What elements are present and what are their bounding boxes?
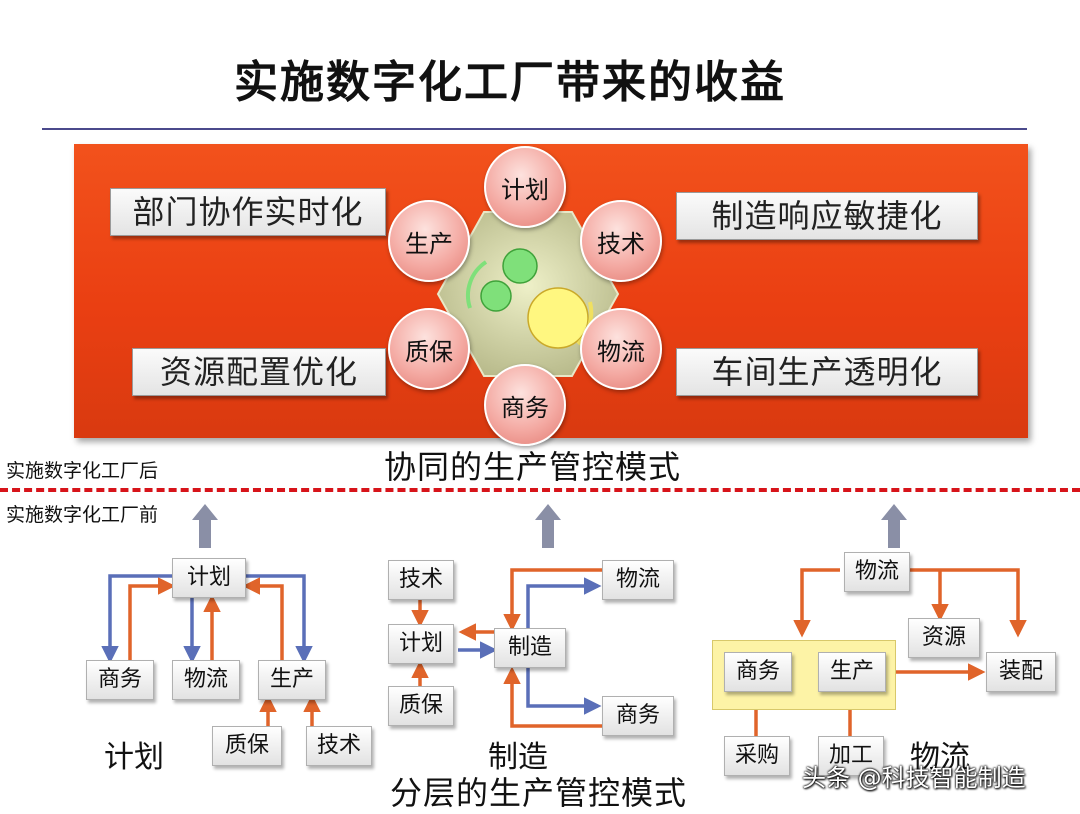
plan-node-plan: 计划 — [172, 558, 246, 598]
dept-qa: 质保 — [388, 308, 470, 390]
plan-node-logistics: 物流 — [172, 660, 240, 700]
dept-production: 生产 — [388, 200, 470, 282]
mfg-node-business: 商务 — [602, 696, 674, 736]
dept-plan: 计划 — [484, 146, 566, 228]
log-node-processing: 加工 — [818, 736, 884, 776]
log-diagram-caption: 物流 — [910, 740, 970, 775]
mfg-node-manufacturing: 制造 — [494, 628, 566, 668]
up-arrow-icons — [192, 504, 907, 548]
layered-mode-title: 分层的生产管控模式 — [390, 774, 688, 812]
page-title: 实施数字化工厂带来的收益 — [234, 57, 786, 108]
benefit-agile-response: 制造响应敏捷化 — [676, 192, 978, 240]
log-node-purchase: 采购 — [724, 736, 790, 776]
mfg-diagram-caption: 制造 — [488, 740, 548, 775]
mfg-node-plan: 计划 — [388, 624, 454, 664]
before-after-divider — [0, 488, 1080, 492]
log-node-production: 生产 — [818, 652, 886, 692]
dept-tech: 技术 — [580, 200, 662, 282]
collaboration-panel: 部门协作实时化 资源配置优化 制造响应敏捷化 车间生产透明化 计划 技术 物流 … — [74, 144, 1028, 446]
collab-mode-title: 协同的生产管控模式 — [384, 448, 682, 486]
log-node-assembly: 装配 — [986, 652, 1056, 692]
log-node-business: 商务 — [724, 652, 792, 692]
log-node-resource: 资源 — [908, 618, 980, 658]
gear-hub-icon — [436, 211, 620, 377]
benefit-resource-allocation: 资源配置优化 — [132, 348, 386, 396]
plan-node-production: 生产 — [258, 660, 326, 700]
benefit-transparency: 车间生产透明化 — [676, 348, 978, 396]
plan-node-business: 商务 — [86, 660, 154, 700]
mfg-node-tech: 技术 — [388, 560, 454, 600]
mfg-node-logistics: 物流 — [602, 560, 674, 600]
benefit-dept-collaboration: 部门协作实时化 — [110, 188, 386, 236]
plan-node-qa: 质保 — [212, 726, 282, 766]
after-label: 实施数字化工厂后 — [6, 460, 159, 482]
log-node-logistics: 物流 — [844, 552, 910, 592]
title-divider — [42, 128, 1027, 130]
watermark: 头条 @科技智能制造 — [802, 764, 1026, 792]
mfg-node-qa: 质保 — [388, 686, 454, 726]
dept-business: 商务 — [484, 364, 566, 446]
plan-diagram-caption: 计划 — [104, 740, 164, 775]
plan-node-tech: 技术 — [306, 726, 372, 766]
dept-logistics: 物流 — [580, 308, 662, 390]
before-label: 实施数字化工厂前 — [6, 504, 159, 526]
